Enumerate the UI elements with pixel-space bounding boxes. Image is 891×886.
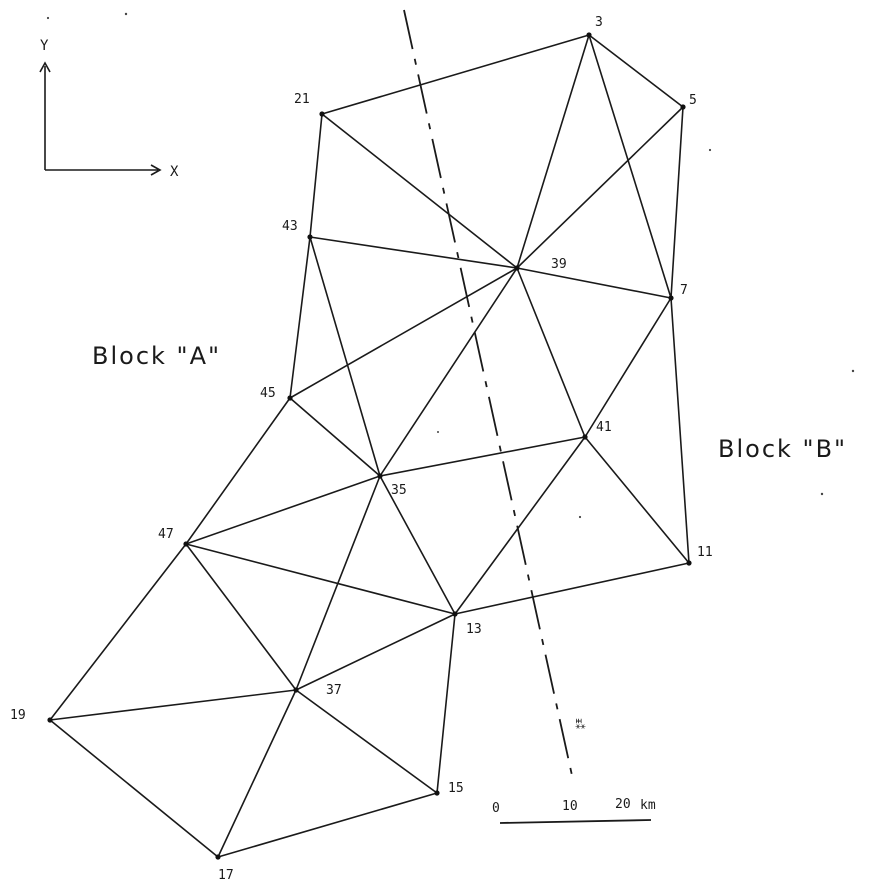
axes-indicator: Y X	[39, 38, 179, 180]
edge	[670, 297, 690, 564]
y-axis-label: Y	[40, 38, 49, 54]
station-label: 35	[391, 483, 407, 498]
edge	[584, 297, 672, 438]
station-19-point	[47, 717, 53, 723]
station-label: 41	[596, 420, 612, 435]
station-39-point	[514, 265, 520, 271]
scale-tick-label: 20	[615, 797, 631, 812]
station-label: 21	[294, 92, 310, 107]
edge	[436, 613, 456, 794]
scan-specks	[46, 12, 855, 519]
edge	[185, 475, 381, 545]
station-points	[47, 32, 692, 860]
station-label: 11	[697, 545, 713, 560]
speck	[851, 369, 855, 373]
scale-bar: 0 10 20 km	[492, 797, 656, 824]
edge	[516, 34, 590, 269]
network-edges	[49, 34, 690, 858]
edge	[379, 267, 518, 477]
station-label: 5	[689, 93, 697, 108]
edge	[321, 113, 518, 269]
station-17-point	[215, 854, 221, 860]
speck	[578, 515, 582, 519]
edge	[295, 613, 456, 691]
edge	[588, 34, 672, 299]
scale-unit-label: km	[640, 798, 656, 813]
station-47-point	[183, 541, 189, 547]
edge	[379, 436, 586, 477]
station-label: 7	[680, 283, 688, 298]
station-13-point	[452, 611, 458, 617]
station-15-point	[434, 790, 440, 796]
station-11-point	[686, 560, 692, 566]
block-b-label: Block "B"	[718, 435, 847, 463]
speck	[437, 431, 439, 433]
edge	[49, 689, 297, 721]
edge	[454, 562, 690, 615]
edge	[309, 236, 381, 477]
edge	[321, 34, 590, 115]
scale-line	[499, 819, 652, 824]
edge	[289, 397, 381, 477]
station-label: 17	[218, 868, 234, 883]
speck	[46, 16, 50, 20]
edge	[309, 236, 518, 269]
block-a-label: Block "A"	[92, 342, 221, 370]
edge	[516, 267, 672, 299]
edge	[49, 543, 187, 721]
station-37-point	[293, 687, 299, 693]
station-41-point	[582, 434, 588, 440]
y-axis-arrowhead	[39, 61, 51, 73]
station-5-point	[680, 104, 686, 110]
speck	[124, 12, 128, 16]
edge	[516, 106, 684, 269]
edge	[584, 436, 690, 564]
scale-tick-label: 0	[492, 801, 500, 816]
x-axis-label: X	[170, 164, 179, 180]
edge	[217, 792, 438, 858]
edge	[454, 436, 586, 615]
edge	[289, 236, 311, 399]
fault-trace	[403, 9, 574, 781]
station-label: 37	[326, 683, 342, 698]
scale-tick-label: 10	[562, 799, 578, 814]
x-axis-arrowhead	[150, 164, 162, 176]
edge	[295, 689, 438, 794]
station-label: 13	[466, 622, 482, 637]
station-label: 15	[448, 781, 464, 796]
speck	[820, 492, 824, 496]
edge	[516, 267, 586, 438]
station-labels: 3 5 21 43 39 7 45 41 35 47 11 13 37 19 1…	[10, 15, 713, 883]
edge	[309, 113, 323, 238]
edge	[49, 719, 219, 858]
edge	[185, 397, 291, 545]
station-43-point	[307, 234, 313, 240]
station-3-point	[586, 32, 592, 38]
edge	[217, 689, 297, 858]
station-35-point	[377, 473, 383, 479]
station-45-point	[287, 395, 293, 401]
station-label: 39	[551, 257, 567, 272]
fault-line: ᵻ⁑	[403, 9, 585, 781]
station-label: 45	[260, 386, 276, 401]
edge	[289, 267, 518, 399]
edge	[185, 543, 456, 615]
edge	[670, 106, 684, 299]
fault-mark: ᵻ⁑	[573, 718, 585, 729]
station-label: 47	[158, 527, 174, 542]
station-21-point	[319, 111, 325, 117]
station-label: 43	[282, 219, 298, 234]
edge	[588, 34, 684, 108]
station-label: 19	[10, 708, 26, 723]
speck	[708, 148, 712, 152]
edge	[185, 543, 297, 691]
station-7-point	[668, 295, 674, 301]
edge	[379, 475, 456, 615]
station-label: 3	[595, 15, 603, 30]
